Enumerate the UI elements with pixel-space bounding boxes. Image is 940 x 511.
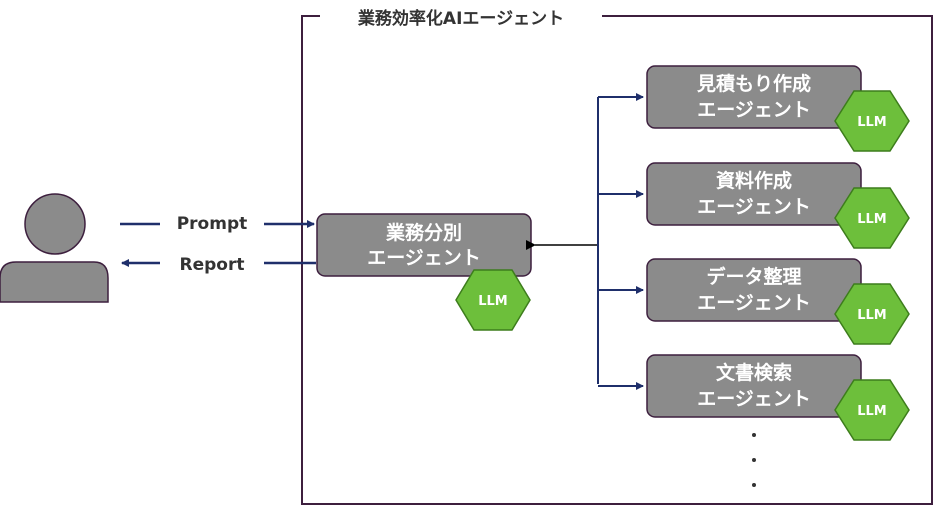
user-head <box>24 193 86 255</box>
prompt-flow: Prompt <box>120 214 315 234</box>
agent-label-line2: エージェント <box>697 196 811 218</box>
agent-llm-label: LLM <box>857 308 887 323</box>
ellipsis-dot <box>752 433 756 437</box>
llm-hexagon-icon <box>834 90 910 152</box>
prompt-label: Prompt <box>177 214 248 234</box>
system-frame: 業務効率化AIエージェント <box>301 5 933 505</box>
report-label: Report <box>180 255 245 275</box>
agent-llm-badge: LLM <box>834 90 910 152</box>
branch-connector <box>526 97 599 384</box>
router-llm-badge: LLM <box>455 269 531 331</box>
vertical-ellipsis-icon <box>752 433 756 487</box>
agent-llm-label: LLM <box>857 115 887 130</box>
agent-llm-badge: LLM <box>834 283 910 345</box>
agent-label-line2: エージェント <box>697 388 811 410</box>
agent-label-line2: エージェント <box>697 99 811 121</box>
agent-llm-label: LLM <box>857 404 887 419</box>
router-llm-label: LLM <box>478 294 508 309</box>
agent-label-line1: データ整理 <box>706 265 801 288</box>
agent-list: 見積もり作成エージェントLLM資料作成エージェントLLMデータ整理エージェントL… <box>598 65 910 441</box>
agent-llm-badge: LLM <box>834 187 910 249</box>
system-frame-border <box>301 15 933 505</box>
llm-hexagon-icon <box>834 379 910 441</box>
system-title: 業務効率化AIエージェント <box>358 8 564 29</box>
agent-label-line2: エージェント <box>697 292 811 314</box>
agent-llm-label: LLM <box>857 212 887 227</box>
user-icon <box>0 193 109 303</box>
router-agent-label-line1: 業務分別 <box>385 221 462 244</box>
llm-hexagon-icon <box>834 187 910 249</box>
agent-llm-badge: LLM <box>834 379 910 441</box>
report-flow: Report <box>121 255 316 275</box>
router-agent-label-line2: エージェント <box>367 247 481 269</box>
user-body <box>0 261 109 303</box>
ellipsis-dot <box>752 483 756 487</box>
ellipsis-dot <box>752 458 756 462</box>
agent-label-line1: 資料作成 <box>716 169 792 192</box>
llm-hexagon-icon <box>834 283 910 345</box>
agent-label-line1: 見積もり作成 <box>697 72 811 95</box>
llm-hexagon-icon <box>455 269 531 331</box>
agent-label-line1: 文書検索 <box>716 361 792 384</box>
system-title-backdrop <box>320 5 602 29</box>
router-agent: 業務分別 エージェント LLM <box>316 213 532 331</box>
